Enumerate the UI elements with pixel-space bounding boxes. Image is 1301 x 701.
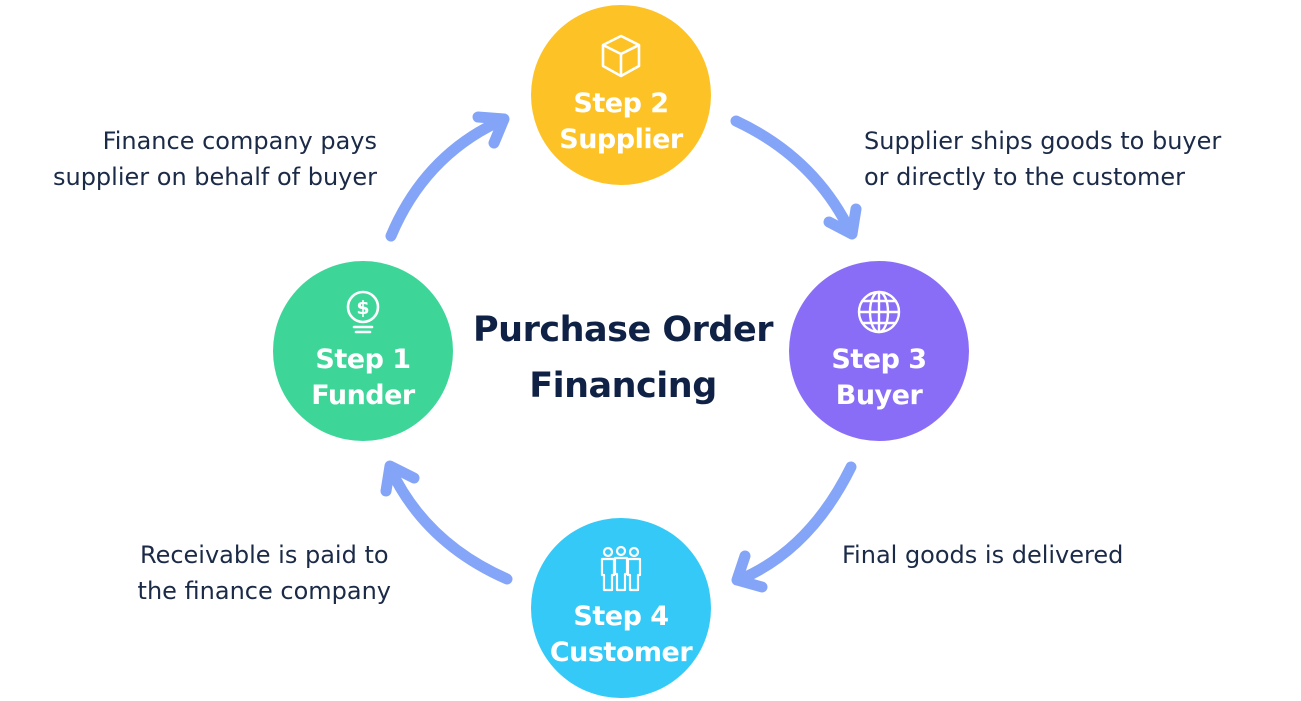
funder-to-supplier-description: Finance company pays supplier on behalf … [53, 123, 377, 195]
buyer-to-customer-description: Final goods is delivered [842, 537, 1123, 573]
step-2-label: Step 2 [573, 88, 669, 119]
step-3-buyer-node: Step 3 Buyer [789, 261, 969, 441]
step-4-customer-node: Step 4 Customer [531, 518, 711, 698]
description-line: or directly to the customer [864, 163, 1186, 191]
arrow-funder-to-supplier [385, 111, 510, 242]
title-line-2: Financing [529, 366, 717, 406]
dollar-lightbulb-icon: $ [346, 290, 380, 334]
description-line: Receivable is paid to [139, 541, 389, 569]
description-line: supplier on behalf of buyer [52, 163, 377, 191]
step-1-funder-node: $ Step 1 Funder [273, 261, 453, 441]
globe-icon [857, 290, 901, 334]
step-4-label: Step 4 [573, 601, 669, 632]
description-line: Final goods is delivered [842, 541, 1124, 569]
step-2-name: Supplier [559, 124, 683, 155]
step-1-label: Step 1 [315, 344, 411, 375]
title-line-1: Purchase Order [473, 310, 773, 350]
customer-to-funder-description: Receivable is paid to the finance compan… [138, 537, 391, 609]
step-3-label: Step 3 [831, 344, 927, 375]
arrow-buyer-to-customer [731, 461, 857, 593]
step-2-supplier-node: Step 2 Supplier [531, 5, 711, 185]
step-4-name: Customer [549, 637, 693, 668]
arrow-customer-to-funder [380, 460, 513, 585]
people-group-icon [600, 545, 642, 592]
description-line: Supplier ships goods to buyer [864, 127, 1222, 155]
arrow-supplier-to-buyer [730, 115, 862, 240]
description-line: the finance company [137, 577, 391, 605]
supplier-to-buyer-description: Supplier ships goods to buyer or directl… [864, 123, 1221, 195]
diagram-title: Purchase Order Financing [460, 302, 786, 414]
svg-text:$: $ [356, 297, 369, 319]
step-3-name: Buyer [835, 380, 923, 411]
description-line: Finance company pays [102, 127, 377, 155]
box-icon [601, 34, 641, 78]
step-1-name: Funder [311, 380, 415, 411]
